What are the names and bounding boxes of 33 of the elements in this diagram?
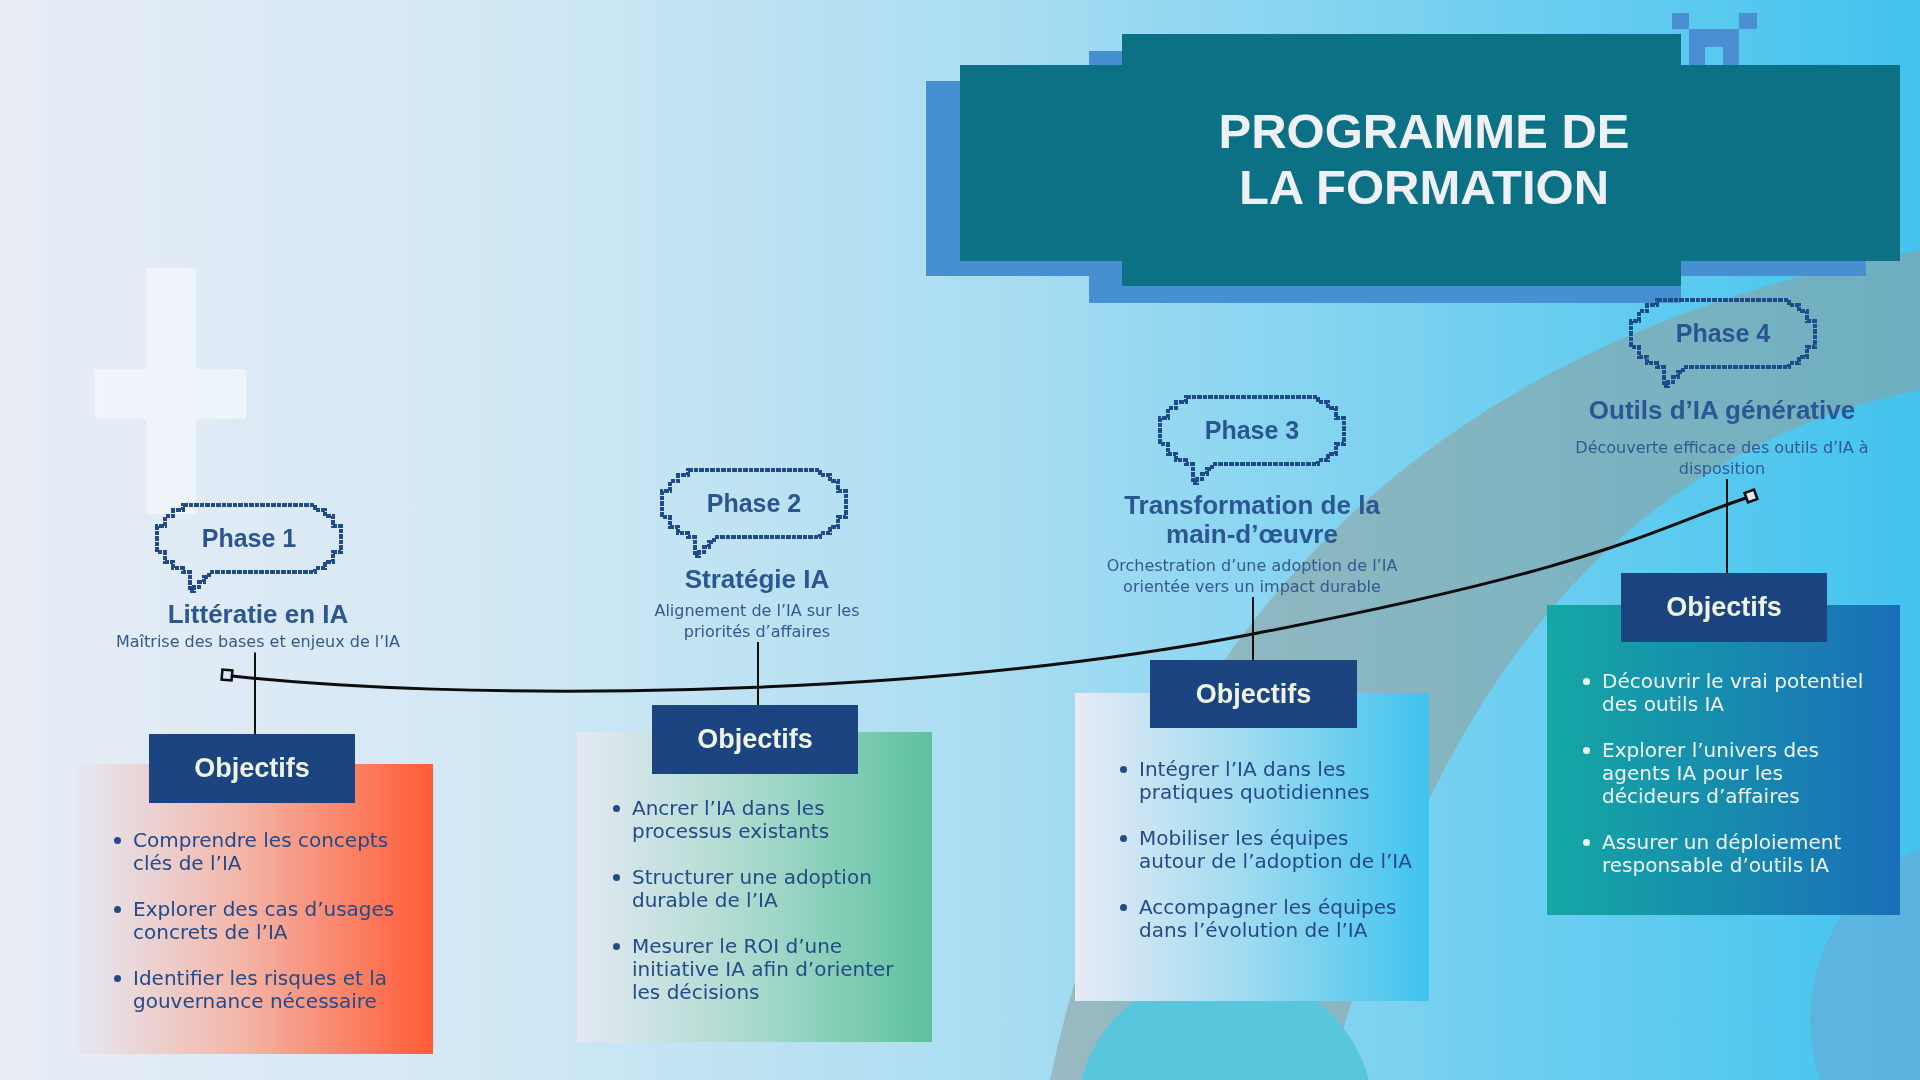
speech-bubble: Phase 1 (153, 502, 345, 594)
list-item: Mesurer le ROI d’une initiative IA afin d’orienter les décisions (632, 935, 895, 1004)
objectives-header: Objectifs (652, 705, 858, 774)
list-item: Ancrer l’IA dans les processus existants (632, 797, 831, 843)
speech-bubble: Phase 2 (658, 467, 850, 559)
phase-title: Stratégie IA (684, 565, 830, 594)
connector-line (1726, 478, 1728, 574)
objectives-header: Objectifs (149, 734, 355, 803)
list-item: Assurer un déploiement responsable d’outils IA (1602, 831, 1843, 877)
list-item: Explorer des cas d’usages concrets de l’IA (133, 898, 396, 944)
objectives-header: Objectifs (1621, 573, 1827, 642)
list-item: Identifier les risques et la gouvernance nécessaire (133, 967, 389, 1013)
connector-line (254, 651, 256, 735)
phase-description: Alignement de l’IA sur les priorités d’affaires (653, 601, 861, 642)
speech-bubble: Phase 4 (1627, 297, 1819, 389)
phase-description: Découverte efficace des outils d’IA à disposition (1574, 438, 1870, 479)
title: PROGRAMME DE LA FORMATION (1217, 103, 1631, 215)
list-item: Comprendre les concepts clés de l’IA (133, 829, 390, 875)
phase-description: Orchestration d’une adoption de l’IA orientée vers un impact durable (1105, 556, 1399, 597)
connector-line (757, 641, 759, 706)
phase-title: Littératie en IA (167, 600, 349, 629)
objectives-header: Objectifs (1150, 660, 1357, 728)
list-item: Accompagner les équipes dans l’évolution de l’IA (1139, 896, 1398, 942)
phase-description: Maîtrise des bases et enjeux de l’IA (115, 632, 401, 653)
list-item: Explorer l’univers des agents IA pour les décideurs d’affaires (1602, 739, 1820, 808)
list-item: Mobiliser les équipes autour de l’adoption de l’IA (1139, 827, 1413, 873)
speech-bubble: Phase 3 (1156, 394, 1348, 486)
list-item: Découvrir le vrai potentiel des outils IA (1602, 670, 1865, 716)
list-item: Structurer une adoption durable de l’IA (632, 866, 873, 912)
phase-title: Transformation de la main-d’œuvre (1123, 491, 1381, 549)
list-item: Intégrer l’IA dans les pratiques quotidiennes (1139, 758, 1371, 804)
connector-line (1252, 596, 1254, 661)
phase-title: Outils d’IA générative (1588, 396, 1856, 425)
